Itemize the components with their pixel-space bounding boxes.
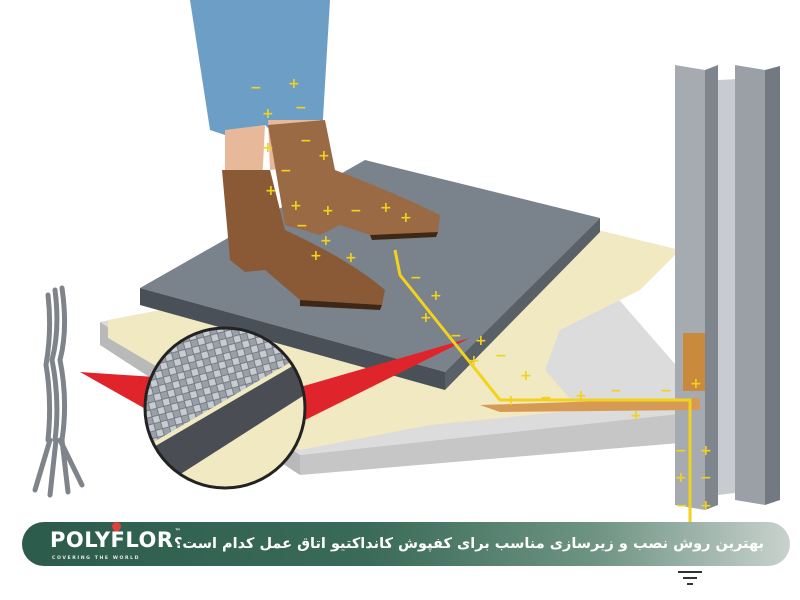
svg-text:+: + — [265, 183, 277, 199]
svg-text:−: − — [675, 443, 687, 459]
ground-symbol — [678, 571, 702, 585]
svg-text:−: − — [296, 218, 308, 234]
svg-text:+: + — [288, 76, 300, 92]
svg-text:+: + — [290, 198, 302, 214]
magnified-cross-section — [143, 326, 307, 490]
svg-text:+: + — [468, 353, 480, 369]
svg-text:+: + — [630, 408, 642, 424]
svg-text:−: − — [295, 100, 307, 116]
svg-text:+: + — [520, 368, 532, 384]
svg-text:+: + — [310, 248, 322, 264]
logo-trademark: ™ — [174, 528, 182, 535]
svg-text:−: − — [610, 383, 622, 399]
svg-text:−: − — [540, 390, 552, 406]
svg-text:+: + — [475, 333, 487, 349]
logo-wordmark: POLYFLOR™ — [50, 528, 182, 552]
title-banner: POLYFLOR™ COVERING THE WORLD بهترین روش … — [22, 520, 790, 566]
svg-text:−: − — [350, 203, 362, 219]
svg-text:+: + — [318, 148, 330, 164]
svg-text:−: − — [250, 80, 262, 96]
svg-text:+: + — [262, 140, 274, 156]
svg-text:+: + — [700, 443, 712, 459]
svg-text:−: − — [700, 470, 712, 486]
svg-text:+: + — [420, 310, 432, 326]
svg-text:−: − — [450, 328, 462, 344]
banner-question-box: بهترین روش نصب و زیرسازی مناسب برای کفپو… — [173, 533, 764, 555]
banner-question: بهترین روش نصب و زیرسازی مناسب برای کفپو… — [173, 536, 764, 552]
charge-signs: −++− +−+− +++− ++−+ ++−+ +−++ −++− +−+− … — [250, 76, 712, 514]
boots — [222, 120, 440, 310]
svg-text:−: − — [660, 383, 672, 399]
svg-text:+: + — [690, 376, 702, 392]
svg-text:−: − — [495, 348, 507, 364]
svg-text:+: + — [320, 233, 332, 249]
svg-text:+: + — [400, 210, 412, 226]
svg-text:+: + — [345, 250, 357, 266]
copper-bracket — [683, 333, 705, 391]
logo-name: POLYFLOR — [50, 528, 174, 552]
svg-text:+: + — [700, 498, 712, 514]
svg-text:+: + — [505, 393, 517, 409]
svg-text:+: + — [430, 288, 442, 304]
svg-text:+: + — [380, 200, 392, 216]
svg-text:+: + — [322, 203, 334, 219]
conductive-tile — [140, 160, 600, 390]
grounding-rope — [32, 285, 85, 498]
svg-text:+: + — [262, 106, 274, 122]
svg-text:+: + — [675, 470, 687, 486]
logo-tagline: COVERING THE WORLD — [52, 556, 141, 561]
svg-text:−: − — [676, 498, 688, 514]
svg-text:+: + — [575, 388, 587, 404]
grounding-wire — [393, 249, 692, 540]
svg-text:−: − — [280, 163, 292, 179]
svg-text:−: − — [300, 133, 312, 149]
svg-text:−: − — [410, 270, 422, 286]
polyflor-logo: POLYFLOR™ COVERING THE WORLD — [50, 520, 210, 564]
